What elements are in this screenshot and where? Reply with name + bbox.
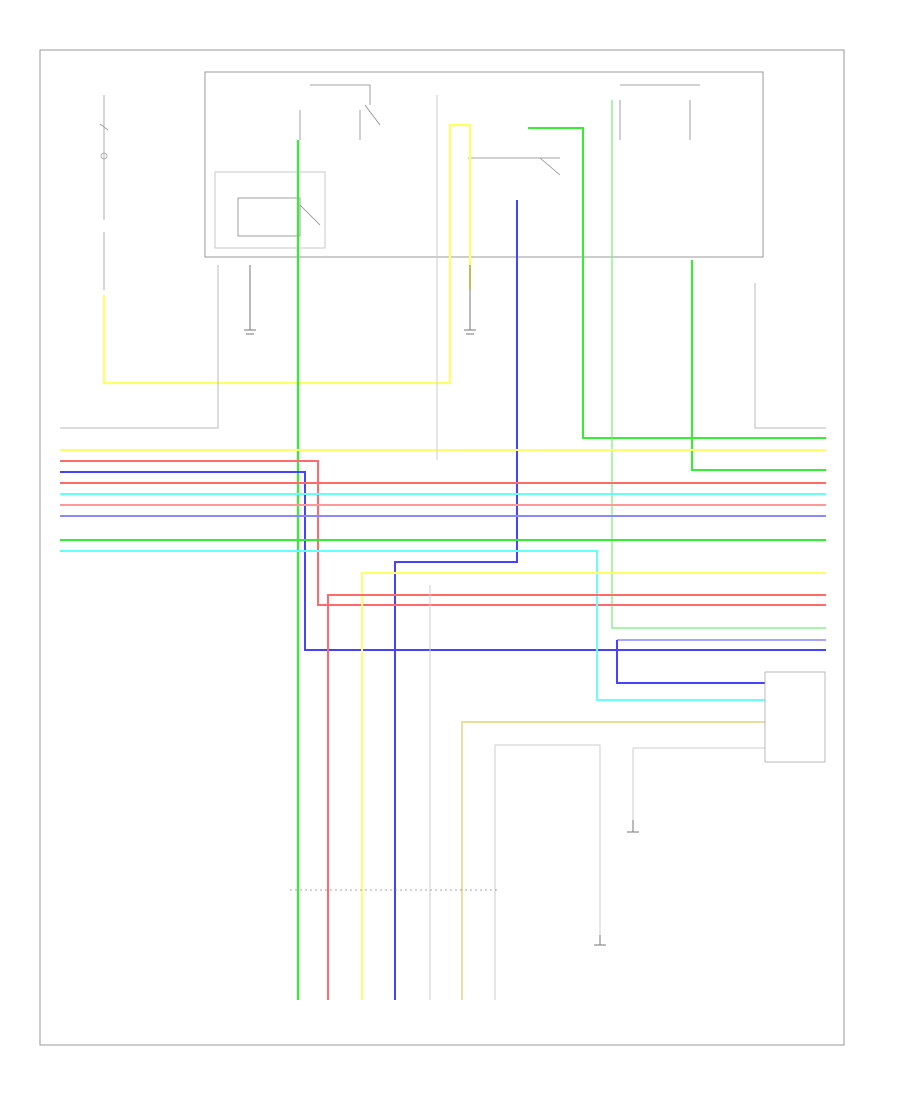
trailer-module [764, 671, 826, 763]
wire-blue-center [394, 200, 518, 1000]
wire-tan [461, 721, 765, 1000]
wire-yellow-lower [361, 572, 826, 1000]
ground-symbols [244, 265, 639, 946]
relay-switches [237, 84, 700, 237]
wire-green-top-right [528, 127, 826, 439]
wire-green-right-drop [691, 260, 826, 471]
bottom-connectors [290, 889, 500, 891]
wire-green-far-right [611, 100, 826, 629]
wire-yellow-loop [102, 123, 472, 385]
fuse-stack-left [99, 95, 109, 290]
harness-horizontal [60, 265, 826, 701]
diagram-frame [39, 49, 845, 1046]
wire-blue-module [616, 640, 765, 684]
wire-gray-verticals [429, 95, 765, 1000]
relay-box-inner [214, 171, 326, 249]
wire-red-lower [327, 594, 826, 1000]
relay-box [204, 71, 764, 258]
